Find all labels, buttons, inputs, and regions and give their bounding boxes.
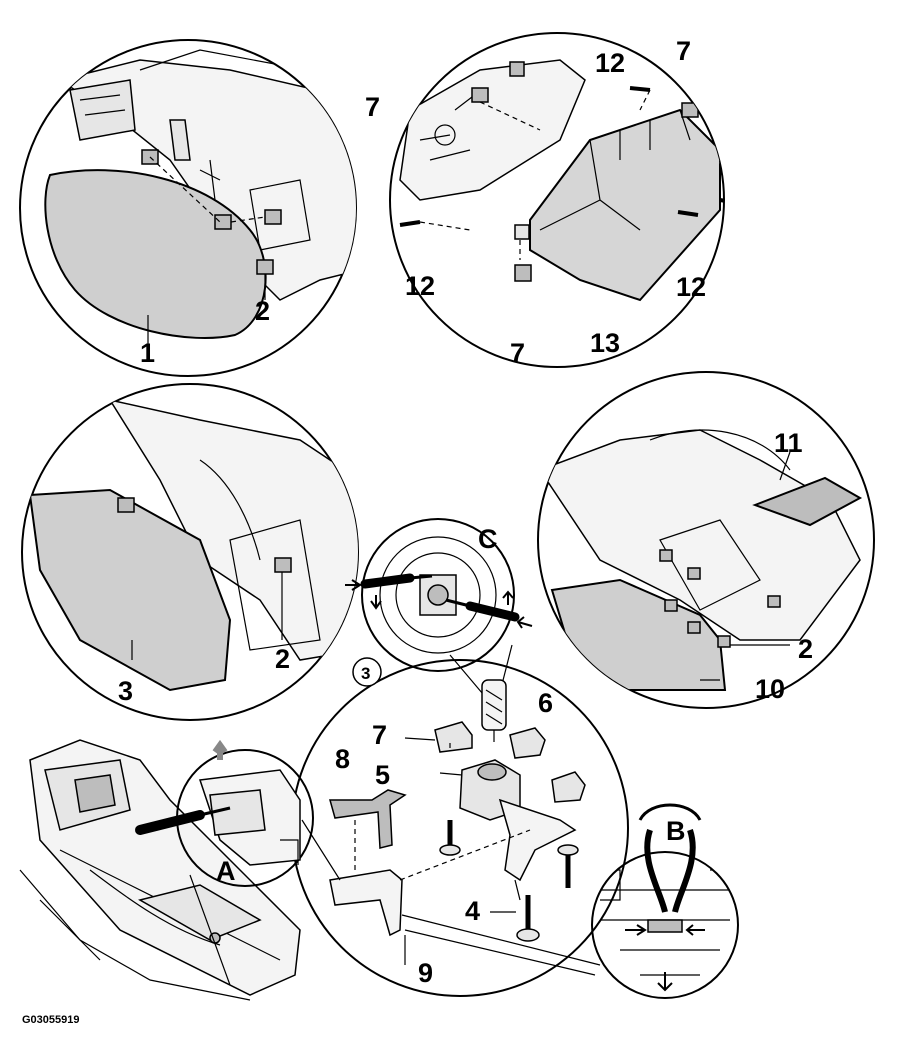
part-label: 2 <box>255 296 270 326</box>
detail-b: B <box>401 803 739 999</box>
part-label: 2 <box>275 644 290 674</box>
clip-nut <box>471 87 489 103</box>
clip-nut <box>514 264 532 282</box>
bracket-9 <box>329 869 403 937</box>
part-label: 7 <box>372 720 387 750</box>
part-label: 4 <box>465 896 480 926</box>
view-top-left: 1 2 <box>19 39 357 377</box>
trim-panel-3 <box>28 488 232 692</box>
detail-a: A <box>135 739 341 986</box>
clip <box>717 635 731 648</box>
part-label: 7 <box>676 36 691 66</box>
part-label: 8 <box>335 744 350 774</box>
part-label: 12 <box>595 48 625 78</box>
clip <box>264 209 282 225</box>
trim-panel-11 <box>752 476 863 527</box>
view-lower-center: 3 6 7 8 5 4 9 <box>291 644 629 997</box>
part-label: 12 <box>676 272 706 302</box>
view-top-right: 7 12 7 7 12 12 7 13 <box>365 32 725 368</box>
clip <box>659 549 673 562</box>
view-lower-center-frame <box>291 659 629 997</box>
view-middle-right-frame <box>537 371 875 709</box>
detail-letter: B <box>666 816 686 846</box>
clip <box>687 621 701 634</box>
clip-7 <box>551 771 586 803</box>
detail-c: C <box>345 518 533 672</box>
part-label: 3 <box>118 676 133 706</box>
part-label: 2 <box>798 634 813 664</box>
part-label: 12 <box>405 271 435 301</box>
view-middle-left: 3 2 <box>21 383 359 721</box>
center-console-illustration <box>19 739 301 1001</box>
view-middle-right: 11 2 10 <box>537 371 875 709</box>
part-label: 9 <box>418 958 433 988</box>
figure-code: G03055919 <box>22 1014 80 1026</box>
part-label: 6 <box>538 688 553 718</box>
clip <box>214 214 232 230</box>
latch-8 <box>329 789 407 849</box>
clip <box>256 259 274 275</box>
clip-nut <box>509 61 525 77</box>
clip <box>117 497 135 513</box>
clip-nut <box>514 224 530 240</box>
clip-7 <box>509 727 546 759</box>
part-label: 11 <box>774 428 803 458</box>
part-label: 10 <box>755 674 785 704</box>
clip <box>274 557 292 573</box>
detail-b-frame <box>591 851 739 999</box>
clip <box>664 599 678 612</box>
lock-cylinder-6 <box>481 679 507 731</box>
detail-letter: A <box>216 856 236 886</box>
part-label: 7 <box>365 92 380 122</box>
step-number: 3 <box>361 664 370 683</box>
clip-7 <box>434 721 473 753</box>
part-label: 1 <box>140 338 155 368</box>
clip <box>767 595 781 608</box>
part-label: 7 <box>510 338 525 368</box>
detail-letter: C <box>478 524 498 554</box>
part-label: 13 <box>590 328 620 358</box>
detail-c-frame <box>361 518 515 672</box>
clip <box>687 567 701 580</box>
part-label: 5 <box>375 760 390 790</box>
step-badge <box>352 657 382 687</box>
